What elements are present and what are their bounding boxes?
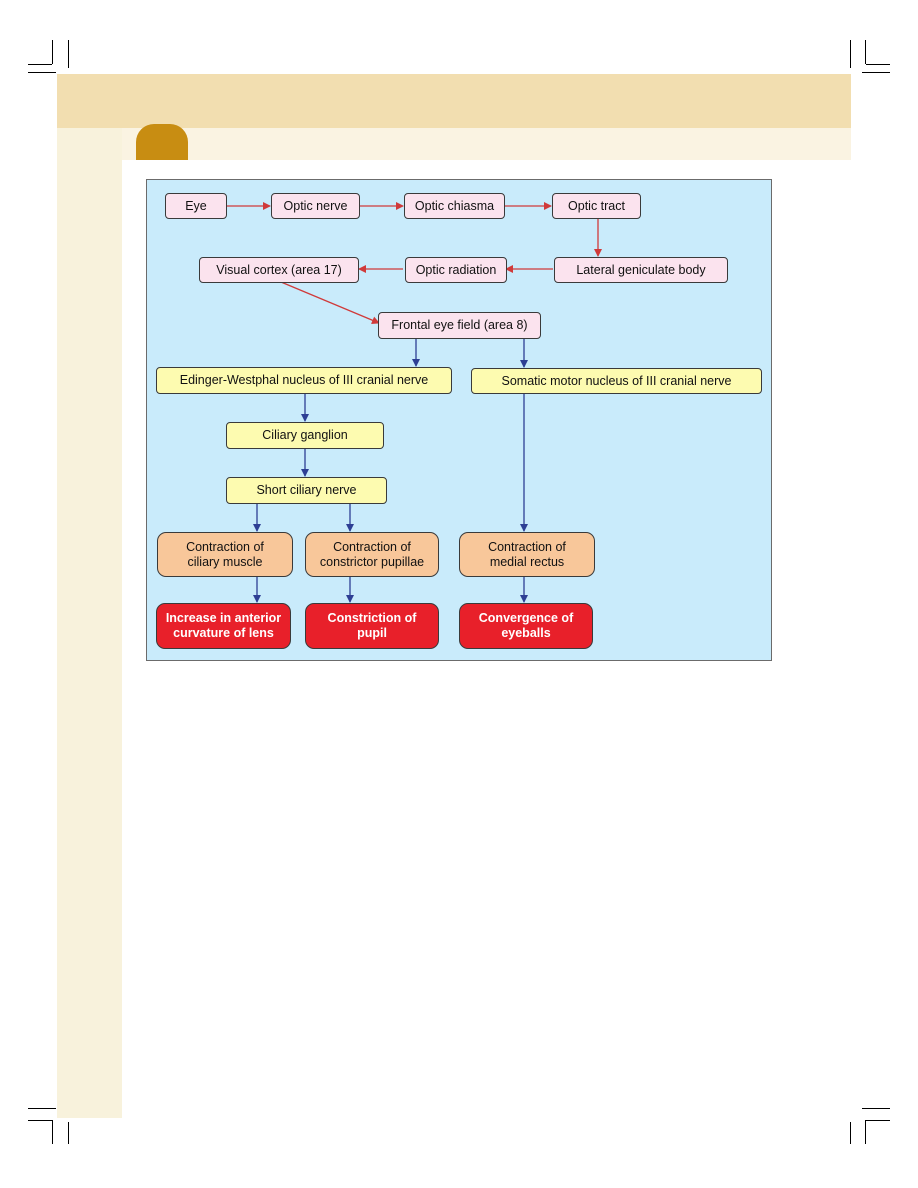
node-lateral-geniculate-body: Lateral geniculate body (554, 257, 728, 283)
node-constriction-pupil: Constriction of pupil (305, 603, 439, 649)
page-subheader-band (122, 128, 851, 160)
node-ciliary-ganglion: Ciliary ganglion (226, 422, 384, 449)
crop-mark (28, 1120, 52, 1121)
node-optic-radiation: Optic radiation (405, 257, 507, 283)
node-contraction-ciliary-muscle: Contraction of ciliary muscle (157, 532, 293, 577)
crop-mark (866, 1120, 890, 1121)
crop-mark (865, 1120, 866, 1144)
node-eye: Eye (165, 193, 227, 219)
crop-mark (68, 1122, 69, 1144)
node-contraction-medial-rectus: Contraction of medial rectus (459, 532, 595, 577)
accommodation-pathway-diagram: Eye Optic nerve Optic chiasma Optic trac… (146, 179, 772, 661)
section-badge (136, 124, 188, 160)
node-optic-nerve: Optic nerve (271, 193, 360, 219)
node-visual-cortex: Visual cortex (area 17) (199, 257, 359, 283)
page-margin-band (57, 74, 122, 1118)
node-somatic-motor-nucleus: Somatic motor nucleus of III cranial ner… (471, 368, 762, 394)
crop-mark (866, 64, 890, 65)
page-header-band (57, 74, 851, 128)
crop-mark (850, 40, 851, 68)
node-contraction-constrictor-pupillae: Contraction of constrictor pupillae (305, 532, 439, 577)
crop-mark (28, 64, 52, 65)
node-optic-chiasma: Optic chiasma (404, 193, 505, 219)
connector-layer (227, 202, 602, 603)
crop-mark (862, 1108, 890, 1109)
crop-mark (28, 72, 56, 73)
crop-mark (52, 40, 53, 64)
node-convergence-eyeballs: Convergence of eyeballs (459, 603, 593, 649)
crop-mark (52, 1120, 53, 1144)
node-short-ciliary-nerve: Short ciliary nerve (226, 477, 387, 504)
crop-mark (28, 1108, 56, 1109)
crop-mark (68, 40, 69, 68)
arrow-visual-cortex-to-frontal-eye-field (280, 281, 380, 324)
node-optic-tract: Optic tract (552, 193, 641, 219)
node-frontal-eye-field: Frontal eye field (area 8) (378, 312, 541, 339)
node-edinger-westphal-nucleus: Edinger-Westphal nucleus of III cranial … (156, 367, 452, 394)
node-increase-curvature-lens: Increase in anterior curvature of lens (156, 603, 291, 649)
crop-mark (865, 40, 866, 64)
crop-mark (850, 1122, 851, 1144)
crop-mark (862, 72, 890, 73)
